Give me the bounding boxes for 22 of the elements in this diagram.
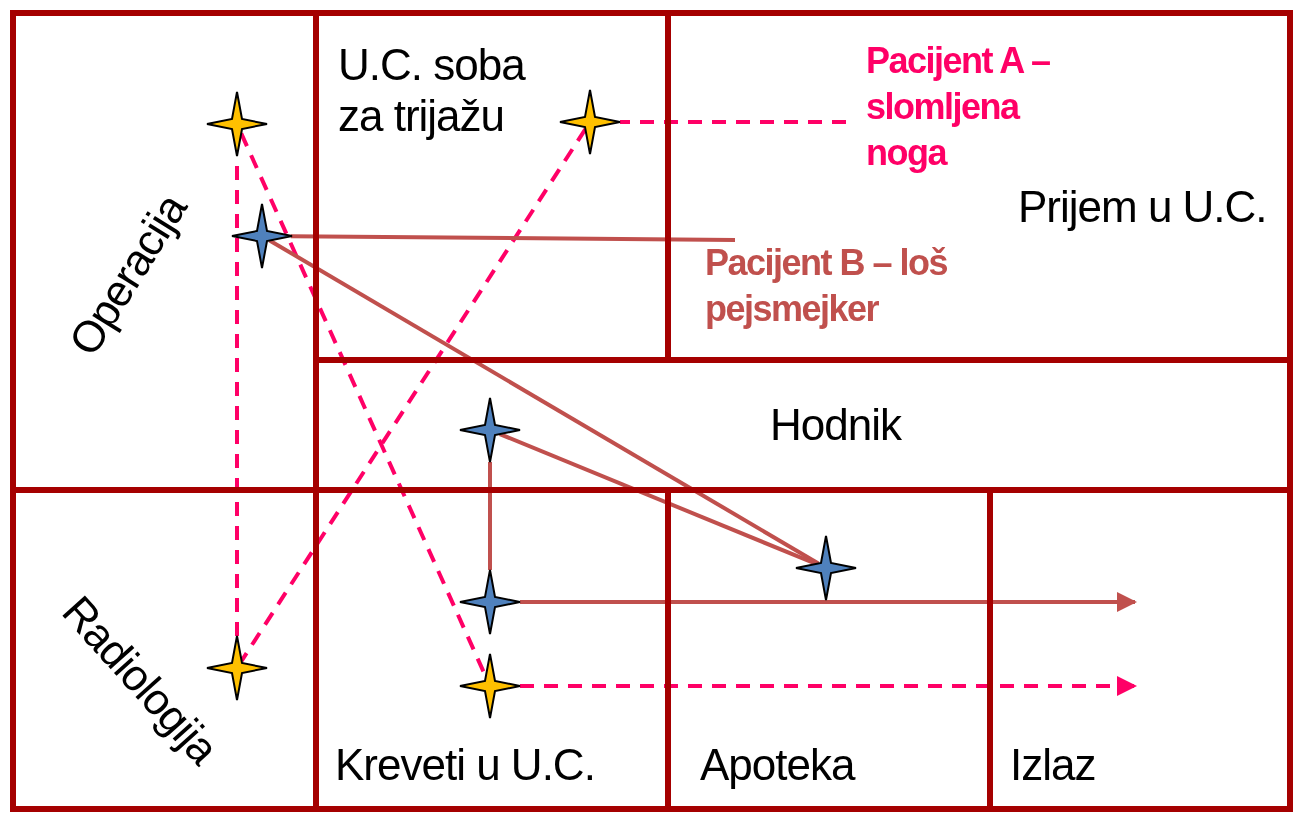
star-marker — [795, 535, 857, 601]
star-marker — [206, 91, 268, 157]
star-marker — [459, 653, 521, 719]
room-label: U.C. soba za trijažu — [338, 40, 527, 142]
route-line — [268, 238, 820, 566]
room-label: Izlaz — [1010, 740, 1096, 791]
route-line — [499, 432, 817, 566]
patient-label: Pacijent A – slomljena noga — [846, 38, 1101, 176]
route-arrow — [520, 676, 1137, 696]
route-arrow — [520, 592, 1137, 612]
route-line — [290, 234, 735, 242]
star-marker — [231, 203, 293, 269]
star-marker — [459, 397, 521, 463]
patient-label: Pacijent B – loš pejsmejker — [685, 240, 1005, 332]
room-label: Prijem u U.C. — [1018, 182, 1267, 233]
route-line — [620, 120, 846, 124]
star-marker — [559, 89, 621, 155]
star-marker — [459, 569, 521, 635]
room-label: Hodnik — [770, 400, 901, 451]
route-line — [488, 462, 492, 570]
room-label: Apoteka — [700, 740, 855, 791]
room-label: Kreveti u U.C. — [335, 740, 595, 791]
